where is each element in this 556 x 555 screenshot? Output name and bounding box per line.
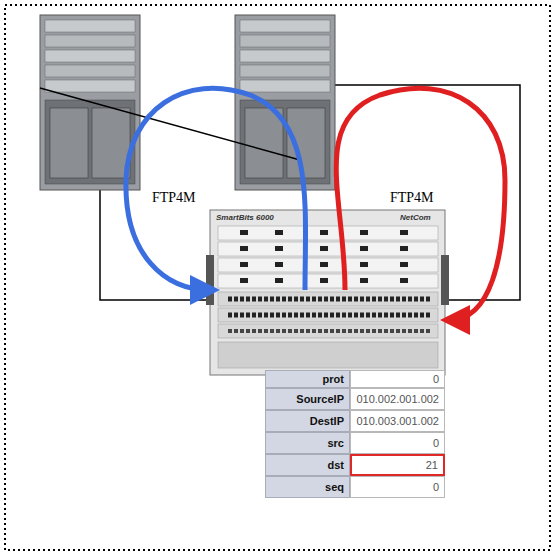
switch-chassis — [235, 15, 335, 190]
brand-label: SmartBits 6000 — [216, 213, 274, 222]
highlighted-value: 21 — [350, 454, 445, 476]
red-flow-loop — [336, 88, 505, 320]
field-name: DestIP — [265, 410, 350, 432]
field-name: SourceIP — [265, 388, 350, 410]
field-value: 010.002.001.002 — [350, 388, 445, 410]
field-name: seq — [265, 476, 350, 498]
dotted-frame — [5, 5, 550, 550]
field-name: dst — [265, 454, 350, 476]
flow-label: FTP4M — [150, 190, 198, 206]
smartbits-chassis: SmartBits 6000 NetCom — [210, 210, 445, 375]
flow-label: FTP4M — [388, 190, 436, 206]
blue-flow-loop — [126, 88, 306, 290]
field-name: prot — [265, 370, 350, 388]
cable — [100, 190, 212, 300]
field-value: 0 — [350, 370, 445, 388]
field-value: 0 — [350, 476, 445, 498]
vendor-logo: NetCom — [400, 213, 431, 222]
field-name: src — [265, 432, 350, 454]
field-value: 010.003.001.002 — [350, 410, 445, 432]
smartbits-chassis — [206, 210, 449, 375]
field-value: 0 — [350, 432, 445, 454]
